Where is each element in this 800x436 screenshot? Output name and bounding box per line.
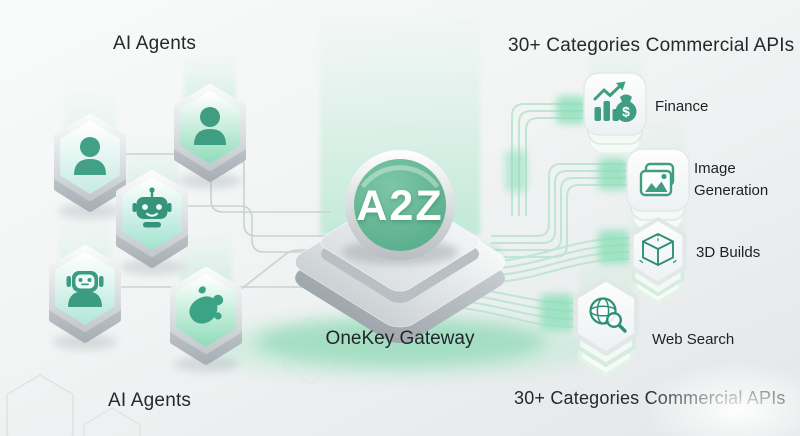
category-node-finance: $ [583,72,647,154]
agent-node-robot-2 [52,248,118,350]
agent-node-robot-1 [119,173,185,275]
finance-chart-icon: $ [593,81,637,122]
category-node-web-search [576,279,637,377]
category-node-image-generation [626,148,690,230]
gateway-pedestal [200,150,600,378]
heading-ai-agents-bottom: AI Agents [108,390,192,411]
gateway-label: OneKey Gateway [325,328,475,349]
agent-node-blob [173,270,239,372]
agent-node-user-1 [57,117,123,219]
cube-3d-icon [639,233,677,266]
heading-ai-agents-top: AI Agents [113,33,197,54]
category-label-finance: Finance [655,98,709,115]
robot-headset-icon [66,271,104,307]
category-label-3d-builds: 3D Builds [696,244,761,261]
category-label-image-generation: Image Generation [694,160,769,199]
user-icon [74,137,106,175]
gateway-button [354,159,446,251]
gateway-badge: A2Z [356,182,444,230]
category-label-web-search: Web Search [652,331,735,348]
heading-commercial-apis-bottom: 30+ Categories Commercial APIs [514,388,786,408]
web-search-icon [589,297,627,333]
image-icon [639,162,675,197]
organic-blob-icon [189,286,224,324]
user-icon [194,107,226,145]
robot-icon [132,187,172,228]
heading-commercial-apis-top: 30+ Categories Commercial APIs [508,35,795,56]
dollar-glyph: $ [622,104,630,120]
category-node-3d-builds [632,219,685,305]
agent-node-user-2 [177,87,243,189]
